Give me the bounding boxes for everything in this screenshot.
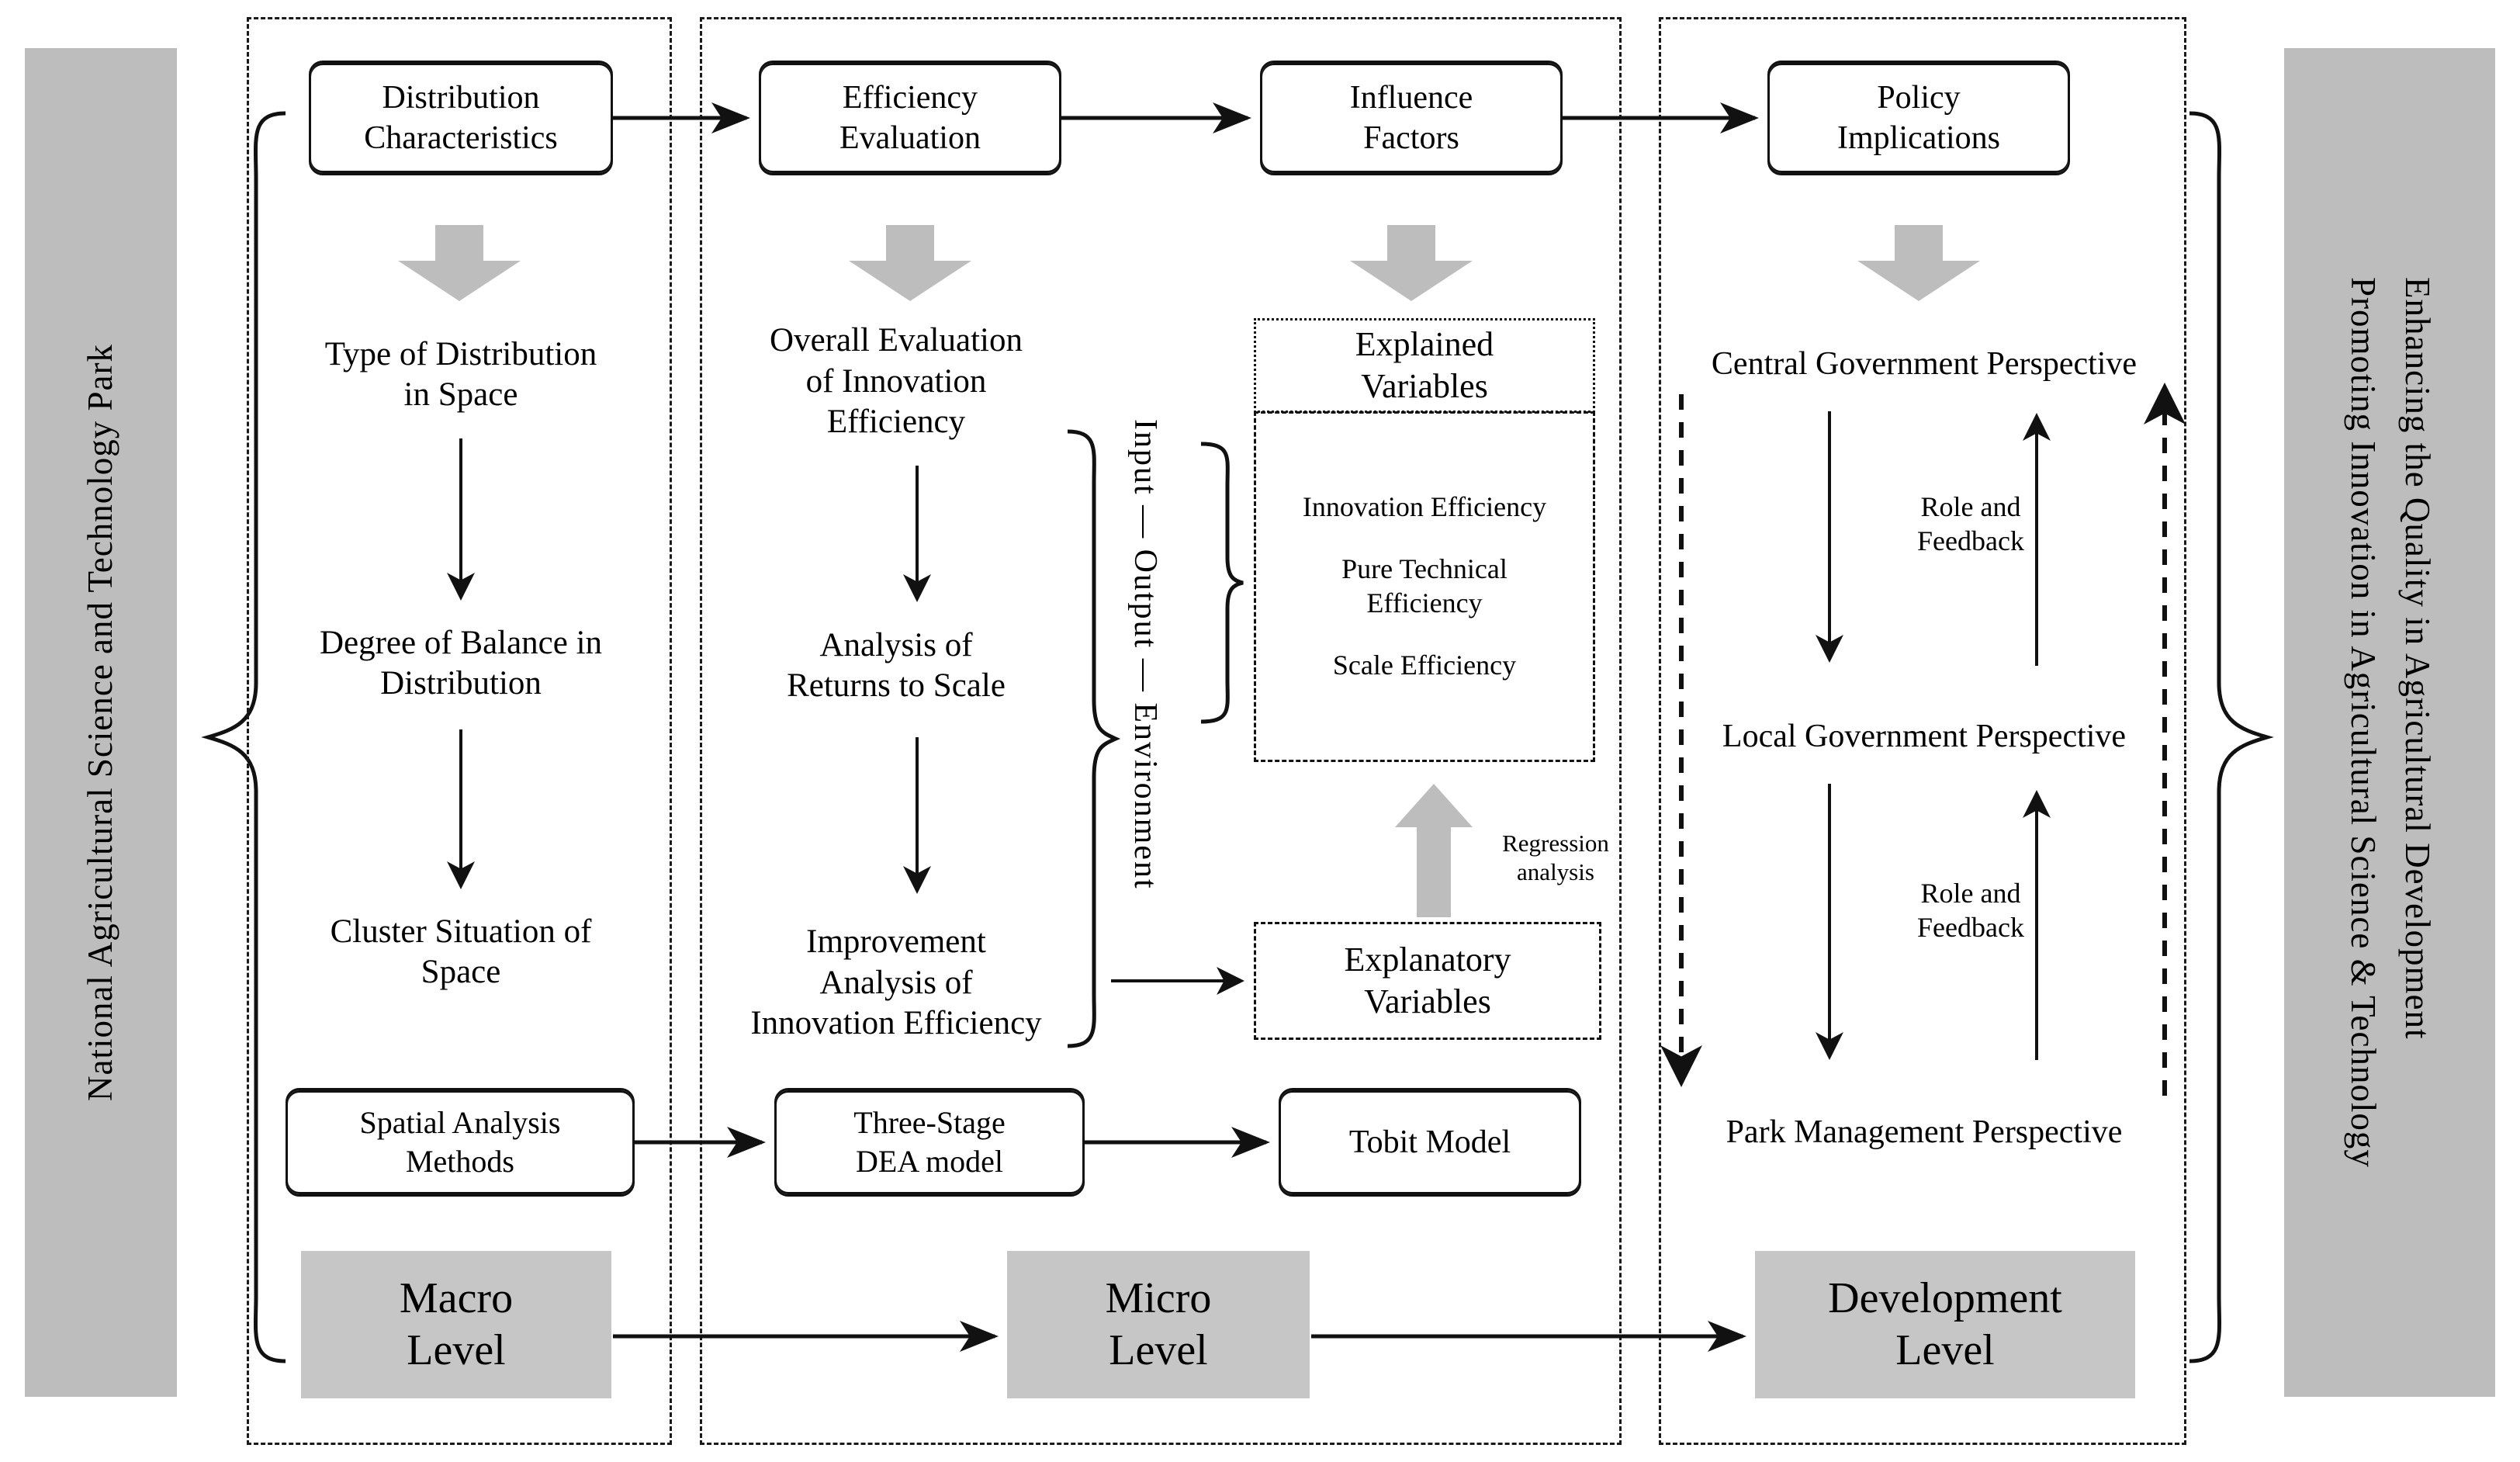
top-chain-connectors — [613, 102, 1759, 133]
top-box-label: Distribution Characteristics — [364, 79, 558, 157]
left-curly-brace-icon — [1067, 429, 1121, 1048]
top-box-distribution-characteristics[interactable]: Distribution Characteristics — [309, 61, 613, 175]
down-block-arrow-icon — [1857, 225, 1980, 301]
panel-efficiency-influence — [700, 17, 1622, 1445]
col3-method-box[interactable]: Tobit Model — [1279, 1088, 1581, 1197]
right-banner-line-2: Enhancing the Quality in Agricultural De… — [2397, 277, 2437, 1040]
explanatory-variables-title: Explanatory Variables — [1344, 941, 1511, 1020]
explained-variable-item: Innovation Efficiency — [1302, 491, 1547, 523]
col2-level-label: Micro Level — [1105, 1273, 1212, 1374]
top-box-influence-factors[interactable]: Influence Factors — [1260, 61, 1563, 175]
top-box-label: Policy Implications — [1837, 79, 2000, 157]
dashed-feedback-arrows — [1660, 383, 2186, 1096]
right-banner: Promoting Innovation in Agricultural Sci… — [2284, 48, 2495, 1397]
explained-variable-item: Scale Efficiency — [1332, 649, 1517, 681]
up-block-arrow-icon — [1395, 784, 1473, 917]
top-box-label: Efficiency Evaluation — [839, 79, 981, 157]
perspective-central-government: Central Government Perspective — [1711, 346, 2138, 383]
down-block-arrow-icon — [1350, 225, 1473, 301]
col2-step-2-label: Analysis of Returns to Scale — [787, 626, 1006, 704]
col3-method-label: Tobit Model — [1348, 1124, 1511, 1160]
perspective-park-management: Park Management Perspective — [1726, 1114, 2123, 1151]
explained-variables-title: Explained Variables — [1355, 325, 1494, 405]
col1-method-label: Spatial Analysis Methods — [359, 1105, 561, 1179]
col2-step-3: Improvement Analysis of Innovation Effic… — [702, 917, 1090, 1049]
col1-step-1: Type of Distribution in Space — [262, 332, 659, 417]
col2-step-1-label: Overall Evaluation of Innovation Efficie… — [770, 322, 1023, 441]
perspective-local-government: Local Government Perspective — [1722, 719, 2127, 755]
top-box-policy-implications[interactable]: Policy Implications — [1767, 61, 2070, 175]
col1-level-label: Macro Level — [399, 1273, 514, 1374]
explanatory-variables-box: Explanatory Variables — [1254, 922, 1601, 1040]
col1-method-box[interactable]: Spatial Analysis Methods — [286, 1088, 635, 1197]
col2-method-box[interactable]: Three-Stage DEA model — [774, 1088, 1085, 1197]
col4-level-label: Development Level — [1828, 1273, 2062, 1374]
col2-brace-label-text: Input — Output — Environment — [1127, 419, 1163, 890]
left-curly-brace-icon — [201, 111, 286, 1363]
right-curly-brace-icon — [1200, 442, 1244, 724]
col1-step-1-label: Type of Distribution in Space — [324, 335, 597, 413]
col2-step-2: Analysis of Returns to Scale — [714, 621, 1078, 711]
col2-method-label: Three-Stage DEA model — [853, 1105, 1006, 1179]
col2-level-block: Micro Level — [1007, 1251, 1310, 1398]
feedback-label-top: Role and Feedback — [1917, 491, 2024, 556]
explained-variable-item: Pure Technical Efficiency — [1341, 553, 1508, 618]
col1-step-2: Degree of Balance in Distribution — [262, 621, 659, 706]
col2-step-1: Overall Evaluation of Innovation Efficie… — [714, 317, 1078, 447]
panel-distribution — [247, 17, 672, 1445]
top-box-efficiency-evaluation[interactable]: Efficiency Evaluation — [759, 61, 1061, 175]
explained-variables-list-box: Innovation Efficiency Pure Technical Eff… — [1254, 411, 1595, 762]
left-banner: National Agricultural Science and Techno… — [25, 48, 177, 1397]
down-block-arrow-icon — [398, 225, 521, 301]
feedback-label-bottom: Role and Feedback — [1917, 878, 2024, 943]
panel-policy — [1659, 17, 2186, 1445]
col2-brace-label: Input — Output — Environment — [1127, 419, 1164, 1071]
col1-level-block: Macro Level — [301, 1251, 611, 1398]
top-box-label: Influence Factors — [1349, 79, 1473, 157]
col4-level-block: Development Level — [1755, 1251, 2135, 1398]
col1-step-2-label: Degree of Balance in Distribution — [319, 624, 603, 702]
col1-step-3-label: Cluster Situation of Space — [330, 913, 592, 990]
down-block-arrow-icon — [849, 225, 971, 301]
right-banner-line-1: Promoting Innovation in Agricultural Sci… — [2344, 277, 2383, 1168]
right-curly-brace-icon — [2189, 111, 2274, 1363]
col2-step-3-label: Improvement Analysis of Innovation Effic… — [750, 923, 1042, 1042]
col1-step-3: Cluster Situation of Space — [262, 909, 659, 995]
regression-analysis-label: Regression analysis — [1502, 829, 1609, 885]
